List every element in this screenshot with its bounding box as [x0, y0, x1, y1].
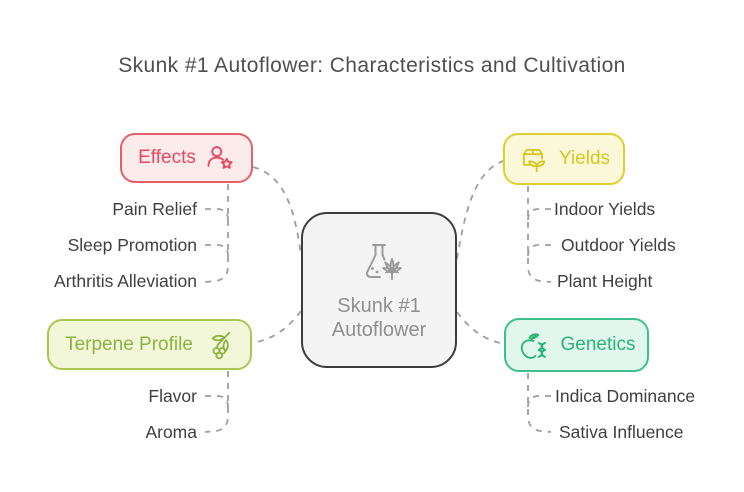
- connector-yields-item2: [527, 244, 551, 257]
- apple-dna-icon: [518, 330, 552, 360]
- connector-terpene-items-trunk: [204, 371, 229, 433]
- connector-terpene-item1: [205, 395, 229, 408]
- node-effects-label: Effects: [138, 147, 196, 168]
- user-star-icon: [205, 144, 235, 172]
- node-yields-label: Yields: [558, 148, 611, 169]
- item-indoor-yields: Indoor Yields: [554, 199, 656, 219]
- diagram-title: Skunk #1 Autoflower: Characteristics and…: [118, 54, 626, 77]
- node-yields: Yields: [503, 133, 625, 185]
- berries-branch-icon: [202, 329, 234, 361]
- connector-effects-item2: [205, 244, 229, 257]
- harvest-box-sprout-icon: [518, 144, 550, 174]
- node-genetics: Genetics: [504, 318, 649, 372]
- item-pain-relief: Pain Relief: [112, 199, 197, 219]
- connector-effects-center: [252, 166, 302, 256]
- connector-genetics-item1: [527, 395, 551, 408]
- connector-center-genetics: [456, 311, 505, 345]
- connector-terpene-center: [252, 310, 302, 344]
- item-plant-height: Plant Height: [557, 271, 653, 291]
- item-sativa-influence: Sativa Influence: [559, 422, 684, 442]
- node-center-label-line2: Autoflower: [331, 319, 427, 341]
- connector-effects-items-trunk: [204, 184, 229, 283]
- node-genetics-label: Genetics: [560, 334, 636, 355]
- flask-cannabis-icon: [346, 238, 412, 292]
- item-flavor: Flavor: [148, 386, 197, 406]
- connector-genetics-items-trunk: [527, 373, 552, 433]
- item-aroma: Aroma: [145, 422, 197, 442]
- node-center-label: Skunk #1 Autoflower: [332, 294, 427, 342]
- connector-center-yields: [456, 160, 504, 260]
- connector-yields-items-trunk: [527, 186, 552, 283]
- node-effects: Effects: [120, 133, 253, 183]
- connector-yields-item1: [527, 208, 551, 221]
- node-terpene-profile: Terpene Profile: [47, 319, 252, 370]
- item-indica-dominance: Indica Dominance: [555, 386, 696, 406]
- node-terpene-profile-label: Terpene Profile: [65, 333, 193, 355]
- connector-effects-item1: [205, 208, 229, 221]
- item-sleep-promotion: Sleep Promotion: [67, 235, 197, 255]
- item-arthritis-alleviation: Arthritis Alleviation: [54, 271, 197, 291]
- node-center: Skunk #1 Autoflower: [301, 212, 457, 368]
- item-outdoor-yields: Outdoor Yields: [561, 235, 676, 255]
- node-center-label-line1: Skunk #1: [337, 295, 421, 317]
